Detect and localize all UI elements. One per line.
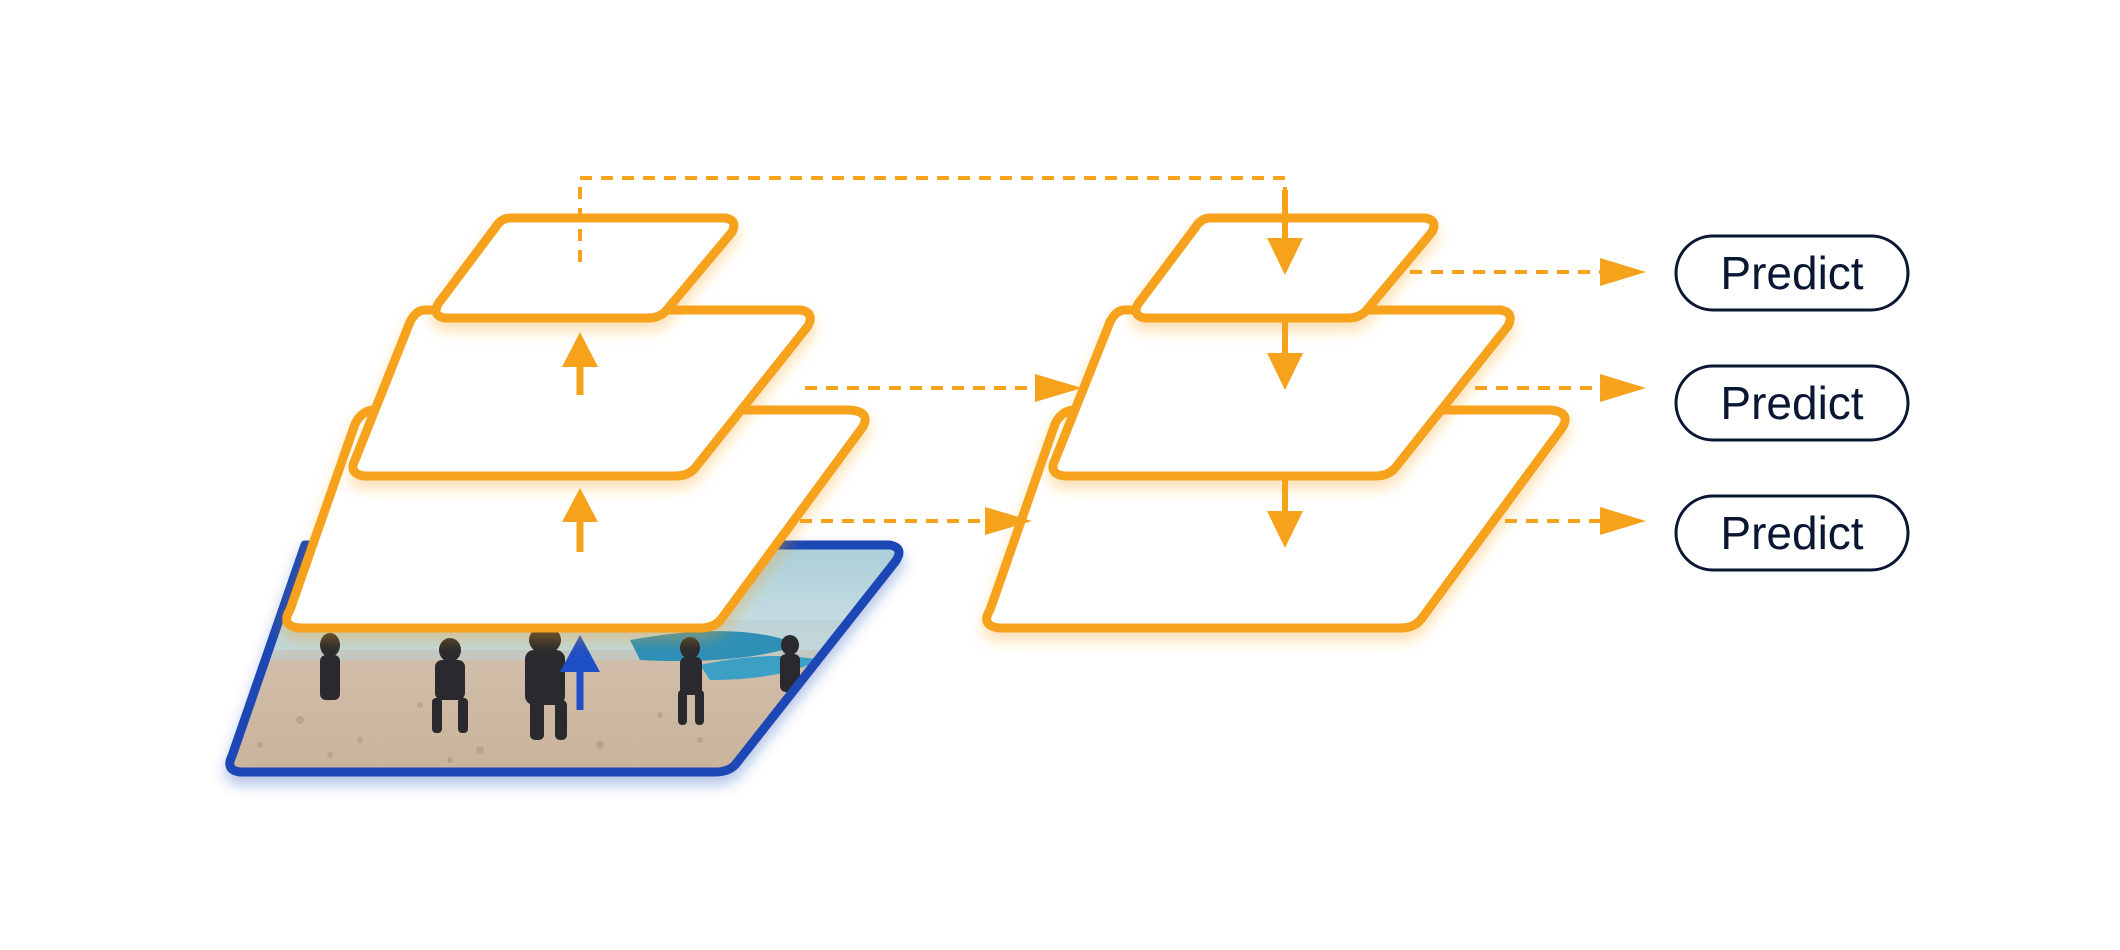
output-arrowhead-3 — [1600, 507, 1646, 535]
bottom-up-level-3 — [436, 218, 734, 318]
output-arrowhead-2 — [1600, 374, 1646, 402]
predict-label-1: Predict — [1720, 247, 1863, 299]
predict-box-1: Predict — [1676, 236, 1908, 310]
predict-label-3: Predict — [1720, 507, 1863, 559]
predict-label-2: Predict — [1720, 377, 1863, 429]
top-down-pyramid — [987, 190, 1565, 628]
output-arrowhead-1 — [1600, 258, 1646, 286]
predict-box-3: Predict — [1676, 496, 1908, 570]
predict-box-2: Predict — [1676, 366, 1908, 440]
